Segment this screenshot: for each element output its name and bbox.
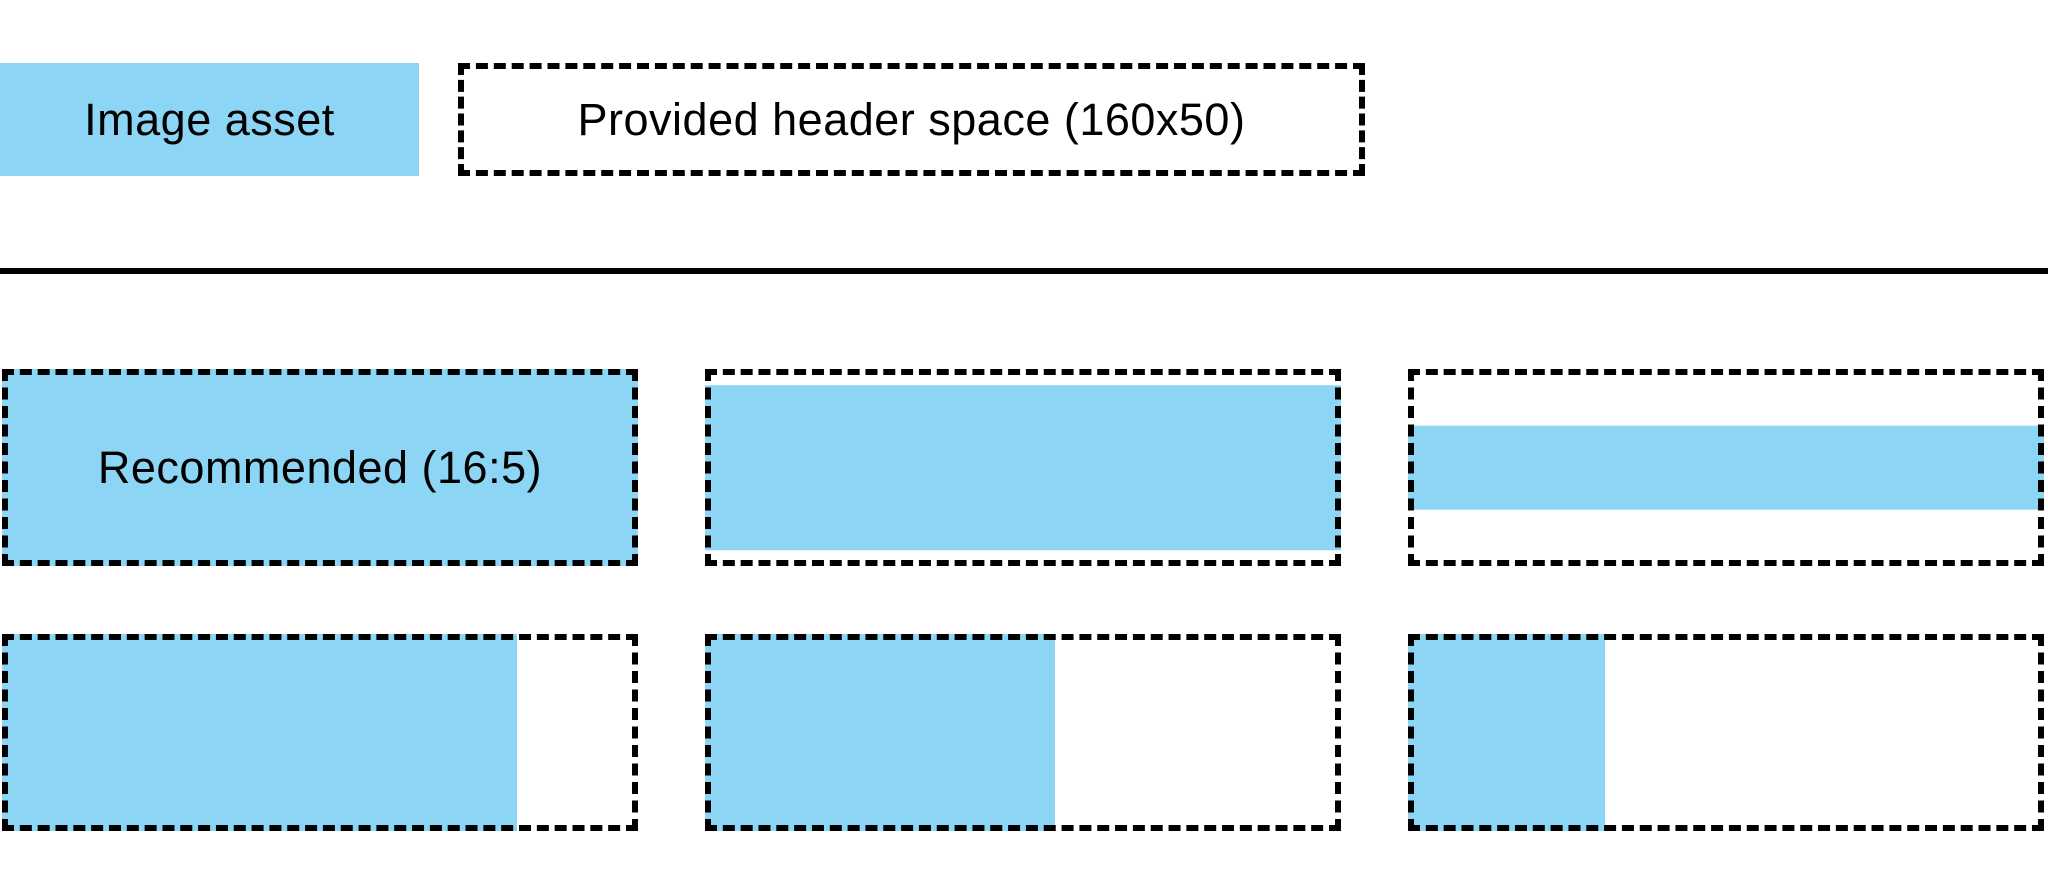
- image-asset-swatch: Image asset: [0, 63, 419, 176]
- asset-fill: [2, 634, 518, 831]
- asset-fill: [1408, 425, 2044, 510]
- example-square-ratio: [1408, 634, 2044, 831]
- image-asset-label: Image asset: [84, 93, 335, 145]
- asset-fill: [2, 369, 638, 566]
- asset-fill: [705, 634, 1055, 831]
- header-space-label: Provided header space (160x50): [577, 93, 1246, 145]
- section-divider: [0, 268, 2048, 274]
- example-very-wide-ratio: [1408, 369, 2044, 566]
- recommended-label: Recommended (16:5): [97, 441, 543, 493]
- example-recommended-16-5: Recommended (16:5): [2, 369, 638, 566]
- header-space-box: Provided header space (160x50): [458, 63, 1365, 176]
- example-16-9-ratio: [705, 634, 1341, 831]
- example-narrower-ratio: [2, 634, 638, 831]
- example-wider-ratio: [705, 369, 1341, 566]
- asset-fill: [705, 384, 1341, 551]
- asset-fill: [1408, 634, 1606, 831]
